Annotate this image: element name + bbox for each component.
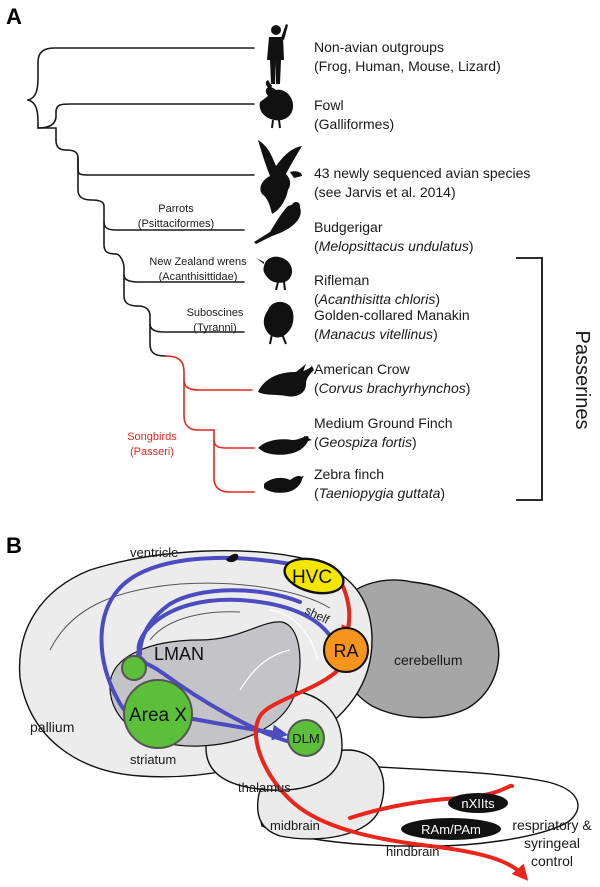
phylogenetic-tree <box>27 47 255 357</box>
ventricle-label: ventricle <box>130 545 178 560</box>
midbrain-label: midbrain <box>270 818 320 833</box>
panel-b-letter: B <box>6 533 22 558</box>
svg-text:(Passeri): (Passeri) <box>130 446 174 458</box>
ra-to-brainstem-arrow <box>253 666 529 881</box>
manakin-silhouette-icon <box>263 301 294 345</box>
taxon-label-outgroups: Non-avian outgroups (Frog, Human, Mouse,… <box>314 39 501 74</box>
taxon-label-zebra-finch: Zebra finch (Taeniopygia guttata) <box>314 466 445 501</box>
svg-text:LMAN: LMAN <box>154 644 204 664</box>
crow-silhouette-icon <box>258 364 314 397</box>
eagle-silhouette-icon <box>258 140 302 214</box>
hindbrain-label: hindbrain <box>386 844 440 859</box>
svg-text:Non-avian outgroups: Non-avian outgroups <box>314 39 444 55</box>
human-silhouette-icon <box>267 24 288 84</box>
svg-text:Budgerigar: Budgerigar <box>314 219 383 235</box>
svg-text:(Acanthisitta chloris): (Acanthisitta chloris) <box>314 291 440 307</box>
rifleman-silhouette-icon <box>256 256 293 291</box>
taxon-label-manakin: Golden-collared Manakin (Manacus vitelli… <box>314 307 470 342</box>
svg-text:(see Jarvis et al. 2014): (see Jarvis et al. 2014) <box>314 184 456 200</box>
svg-text:(Geospiza fortis): (Geospiza fortis) <box>314 434 417 450</box>
clade-label-nz-wrens: New Zealand wrens (Acanthisittidae) <box>149 256 247 283</box>
taxon-label-crow: American Crow (Corvus brachyrhynchos) <box>314 361 470 396</box>
svg-text:(Corvus brachyrhynchos): (Corvus brachyrhynchos) <box>314 380 470 396</box>
ventricle-marker <box>226 553 239 563</box>
svg-text:43 newly sequenced avian speci: 43 newly sequenced avian species <box>314 165 530 181</box>
svg-text:(Acanthisittidae): (Acanthisittidae) <box>159 271 238 283</box>
svg-text:(Galliformes): (Galliformes) <box>314 116 394 132</box>
taxon-label-fowl: Fowl (Galliformes) <box>314 97 394 132</box>
passerines-label: Passerines <box>571 331 593 430</box>
svg-text:(Manacus vitellinus): (Manacus vitellinus) <box>314 326 438 342</box>
striatum-label: striatum <box>130 752 176 767</box>
svg-text:HVC: HVC <box>292 567 332 588</box>
chicken-silhouette-icon <box>259 80 294 129</box>
clade-label-suboscines: Suboscines (Tyranni) <box>187 307 244 334</box>
passerines-bracket <box>516 257 543 501</box>
svg-text:Songbirds: Songbirds <box>127 431 177 443</box>
taxon-label-budgerigar: Budgerigar (Melopsittacus undulatus) <box>314 219 474 254</box>
svg-text:(Psittaciformes): (Psittaciformes) <box>138 218 214 230</box>
svg-text:Zebra finch: Zebra finch <box>314 466 384 482</box>
svg-text:RAm/PAm: RAm/PAm <box>421 822 481 837</box>
zebra-finch-silhouette-icon <box>264 475 304 493</box>
ram-pam-nucleus: RAm/PAm <box>401 818 501 840</box>
svg-text:(Taeniopygia guttata): (Taeniopygia guttata) <box>314 485 445 501</box>
svg-text:American Crow: American Crow <box>314 361 411 377</box>
lman-nucleus: LMAN <box>121 644 204 681</box>
svg-text:control: control <box>531 853 573 869</box>
taxon-label-43-species: 43 newly sequenced avian species (see Ja… <box>314 165 530 200</box>
panel-a-letter: A <box>6 4 22 29</box>
ra-nucleus: RA <box>323 627 369 673</box>
nxiits-nucleus: nXIIts <box>448 793 508 813</box>
svg-text:Suboscines: Suboscines <box>187 307 244 319</box>
thalamus-label: thalamus <box>238 780 291 795</box>
svg-text:DLM: DLM <box>292 731 319 746</box>
budgerigar-silhouette-icon <box>254 202 301 244</box>
dlm-nucleus: DLM <box>287 719 325 757</box>
svg-text:Medium Ground Finch: Medium Ground Finch <box>314 415 453 431</box>
songbird-clade-branches <box>165 355 255 493</box>
svg-text:Rifleman: Rifleman <box>314 272 369 288</box>
taxon-label-ground-finch: Medium Ground Finch (Geospiza fortis) <box>314 415 453 450</box>
svg-text:RA: RA <box>333 641 358 661</box>
areax-to-dlm-arrow <box>186 716 289 741</box>
svg-text:New Zealand wrens: New Zealand wrens <box>149 256 247 268</box>
clade-label-parrots: Parrots (Psittaciformes) <box>138 203 214 230</box>
svg-text:(Frog, Human, Mouse, Lizard): (Frog, Human, Mouse, Lizard) <box>314 58 501 74</box>
svg-text:(Melopsittacus undulatus): (Melopsittacus undulatus) <box>314 238 474 254</box>
svg-text:nXIIts: nXIIts <box>461 796 495 811</box>
clade-label-songbirds: Songbirds (Passeri) <box>127 431 177 458</box>
svg-text:Golden-collared Manakin: Golden-collared Manakin <box>314 307 470 323</box>
hvc-to-areax-arrow <box>99 555 312 725</box>
output-label: respriatory & syringeal control <box>512 817 592 869</box>
svg-text:syringeal: syringeal <box>524 835 580 851</box>
svg-text:respriatory &: respriatory & <box>512 817 592 833</box>
taxon-label-rifleman: Rifleman (Acanthisitta chloris) <box>314 272 440 307</box>
pallium-label: pallium <box>30 719 74 735</box>
svg-text:Fowl: Fowl <box>314 97 344 113</box>
area-x-nucleus: Area X <box>123 679 193 749</box>
svg-text:Parrots: Parrots <box>158 203 194 215</box>
svg-text:(Tyranni): (Tyranni) <box>193 322 236 334</box>
hvc-nucleus: HVC <box>283 557 345 595</box>
ground-finch-silhouette-icon <box>258 436 312 455</box>
svg-text:Area X: Area X <box>129 705 187 726</box>
lman-to-ra-arrow <box>136 597 340 656</box>
cerebellum-label: cerebellum <box>394 652 462 668</box>
